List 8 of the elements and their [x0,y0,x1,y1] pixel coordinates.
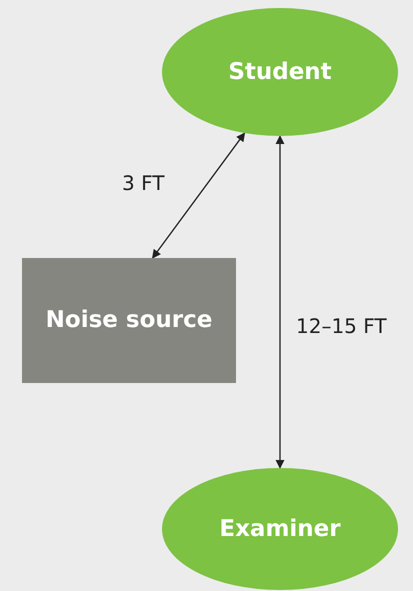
double-arrow [276,135,284,469]
node-label: Examiner [219,514,341,544]
edge-label: 12–15 FT [296,313,387,340]
node-label: Student [228,58,332,87]
node-label: Noise source [46,306,212,336]
double-arrow [152,132,246,259]
edge-label: 3 FT [122,170,164,197]
rectangle-node [22,258,236,383]
